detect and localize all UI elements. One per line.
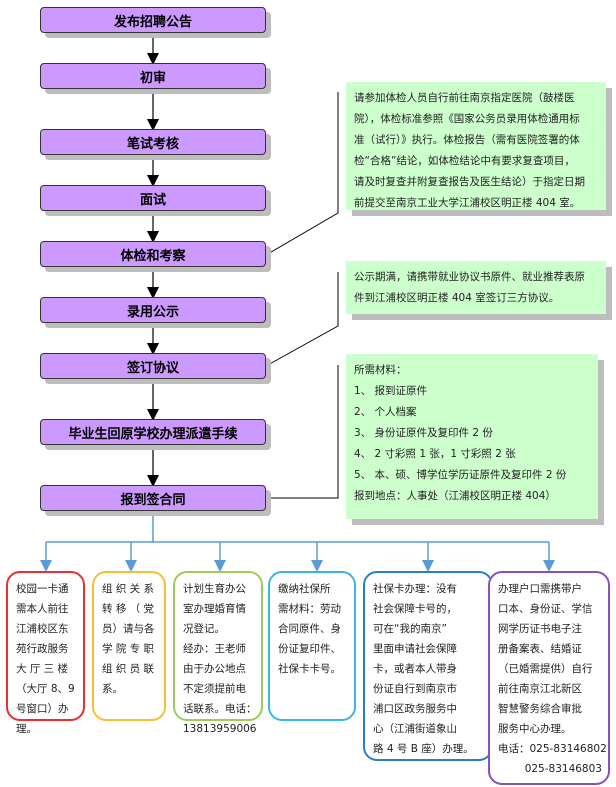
branch-line: 份证自行到南京市 (373, 683, 457, 695)
step-physical-exam: 体检和考察 (40, 241, 266, 267)
branch-line: 口本、身份证、学信 (498, 603, 593, 615)
note-line: 准（试行）》执行。体检报告（需有医院签署的体 (354, 134, 580, 146)
callout-bracket (265, 92, 339, 256)
branch-line: （已婚需提供）自行 (498, 663, 593, 675)
branch-line: 况登记。 (183, 623, 225, 635)
branch-campus-card: 校园一卡通需本人前往江浦校区东苑行政服务大 厅 三 楼 （大厅 8、9 号窗口）办理… (6, 571, 85, 735)
branch-line: 需本人前往 (16, 603, 69, 615)
branch-line: 办理户口需携带户 (498, 583, 582, 595)
branch-line: 浦口区政务服务中 (373, 703, 457, 715)
branch-line: 理。 (16, 723, 37, 735)
note-line: 院），体检标准参照《国家公务员录用体检通用标 (354, 113, 580, 125)
step-hiring-notice: 录用公示 (40, 297, 266, 323)
note-line: 检“合格”结论，如体检结论中有要求复查项目， (354, 155, 575, 167)
branch-social-security-card: 社保卡办理：没有社会保障卡号的， 可在“我的南京” 里面申请社会保障卡，或者本人带身… (363, 571, 493, 761)
branch-line: 由于办公地点 (183, 663, 246, 675)
branch-line: 册备案表、结婚证 (498, 643, 582, 655)
branch-line: 卡，或者本人带身 (373, 663, 457, 675)
branch-lines (40, 512, 555, 572)
branch-line: 计划生育办公 (183, 583, 246, 595)
step-report-contract: 报到签合同 (40, 485, 266, 511)
branch-line: 网学历证书电子注 (498, 623, 582, 635)
note-line: 3、 身份证原件及复印件 2 份 (354, 427, 493, 439)
note-line: 请及时复查并附复查报告及医生结论）于指定日期 (354, 176, 585, 188)
branch-line: 校园一卡通 (16, 583, 69, 595)
branch-social-insurance: 缴纳社保所需材料：劳动合同原件、身份证复印件、社保卡卡号。 (268, 571, 356, 721)
note-line: 请参加体检人员自行前往南京指定医院（鼓楼医 (354, 92, 575, 104)
branch-line: 员）请与各 (102, 623, 155, 635)
callout-bracket (265, 272, 339, 367)
branch-party-transfer: 组 织 关 系转 移 （ 党员）请与各学 院 专 职组 织 员 联系。 (92, 571, 166, 721)
step-written-exam: 笔试考核 (40, 129, 266, 155)
branch-line: 路 4 号 B 座）办理。 (373, 743, 474, 755)
branch-line: 里面申请社会保障 (373, 643, 457, 655)
callout-brackets (265, 92, 339, 499)
note-materials: 所需材料： 1、 报到证原件 2、 个人档案 3、 身份证原件及复印件 2 份 … (346, 354, 598, 519)
branch-family-planning: 计划生育办公室办理婚育情况登记。经办：王老师由于办公地点不定须提前电话联系。电话… (173, 571, 263, 735)
branch-household-registration: 办理户口需携带户口本、身份证、学信网学历证书电子注册备案表、结婚证 （已婚需提供）… (488, 571, 610, 785)
note-line: 1、 报到证原件 (354, 385, 428, 397)
branch-line: 组 织 员 联 (102, 663, 155, 675)
note-line: 报到地点：人事处（江浦校区明正楼 404） (354, 490, 556, 502)
note-line: 件到江浦校区明正楼 404 室签订三方协议。 (354, 292, 560, 304)
branch-line: 社保卡办理：没有 (373, 583, 457, 595)
note-line: 4、 2 寸彩照 1 张，1 寸彩照 2 张 (354, 448, 516, 460)
branch-line: 学 院 专 职 (102, 643, 155, 655)
note-line: 所需材料： (354, 364, 407, 376)
branch-line: 社会保障卡号的， (373, 603, 457, 615)
branch-line: 服务中心办理。 (498, 723, 572, 735)
branch-line: 苑行政服务 (16, 643, 69, 655)
branch-line: 话联系。电话： (183, 703, 257, 715)
branch-line: 系。 (102, 683, 123, 695)
branch-line: 不定须提前电 (183, 683, 246, 695)
step-publish-announcement: 发布招聘公告 (40, 7, 266, 33)
branch-line: 江浦校区东 (16, 623, 69, 635)
branch-line: 13813959006 (183, 723, 257, 735)
note-line: 2、 个人档案 (354, 406, 417, 418)
branch-line: 室办理婚育情 (183, 603, 246, 615)
branch-line: 社保卡卡号。 (278, 663, 341, 675)
branch-line: 心（江浦街道象山 (373, 723, 457, 735)
branch-line: 合同原件、身 (278, 623, 341, 635)
branch-line: 组 织 关 系 (102, 583, 155, 595)
branch-line: 大 厅 三 楼 (16, 663, 69, 675)
branch-line: 经办：王老师 (183, 643, 246, 655)
branch-line: 号窗口）办 (16, 703, 69, 715)
step-interview: 面试 (40, 185, 266, 211)
branch-line: 缴纳社保所 (278, 583, 331, 595)
note-agreement: 公示期满，请携带就业协议书原件、就业推荐表原 件到江浦校区明正楼 404 室签订… (346, 261, 606, 314)
branch-line: 需材料：劳动 (278, 603, 341, 615)
branch-line: （大厅 8、9 (16, 683, 75, 695)
note-physical-exam: 请参加体检人员自行前往南京指定医院（鼓楼医 院），体检标准参照《国家公务员录用体… (346, 82, 606, 210)
branch-line: 可在“我的南京” (373, 623, 447, 635)
note-line: 5、 本、硕、博学位学历证原件及复印件 2 份 (354, 469, 567, 481)
callout-bracket (266, 365, 339, 499)
branch-line: 电话：025-83146802 (498, 743, 607, 755)
branch-line: 前往南京江北新区 (498, 683, 582, 695)
note-line: 前提交至南京工业大学江浦校区明正楼 404 室。 (354, 197, 581, 209)
branch-line: 份证复印件、 (278, 643, 341, 655)
step-dispatch-procedure: 毕业生回原学校办理派遣手续 (40, 419, 266, 445)
branch-line: 转 移 （ 党 (102, 603, 155, 615)
branch-line: 智慧警务综合审批 (498, 703, 582, 715)
step-preliminary-review: 初审 (40, 63, 266, 89)
step-sign-agreement: 签订协议 (40, 353, 266, 379)
branch-line: 025-83146803 (498, 763, 602, 775)
note-line: 公示期满，请携带就业协议书原件、就业推荐表原 (354, 271, 585, 283)
